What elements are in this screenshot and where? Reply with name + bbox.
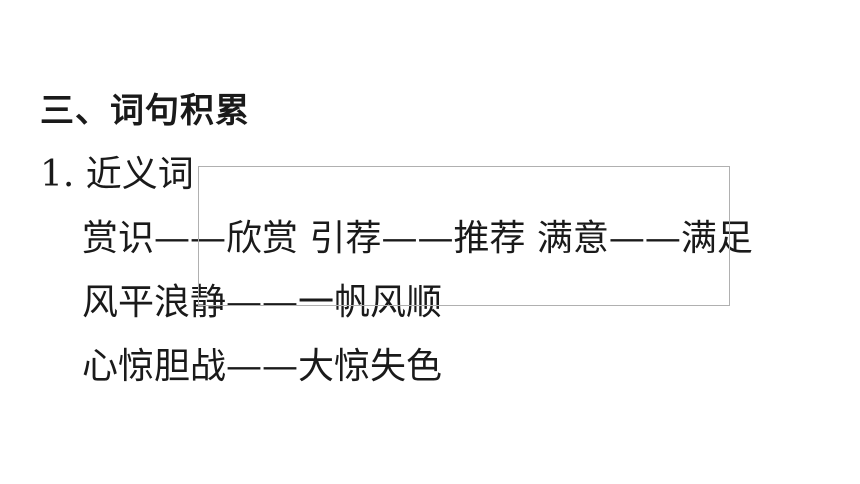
synonym-line-2: 风平浪静——一帆风顺 — [82, 282, 443, 323]
synonym-line-1: 赏识——欣赏 引荐——推荐 满意——满足 — [82, 218, 753, 259]
section-heading: 三、词句积累 — [40, 91, 250, 131]
subsection-heading: 1. 近义词 — [40, 154, 194, 195]
synonym-line-3: 心惊胆战——大惊失色 — [82, 346, 443, 387]
